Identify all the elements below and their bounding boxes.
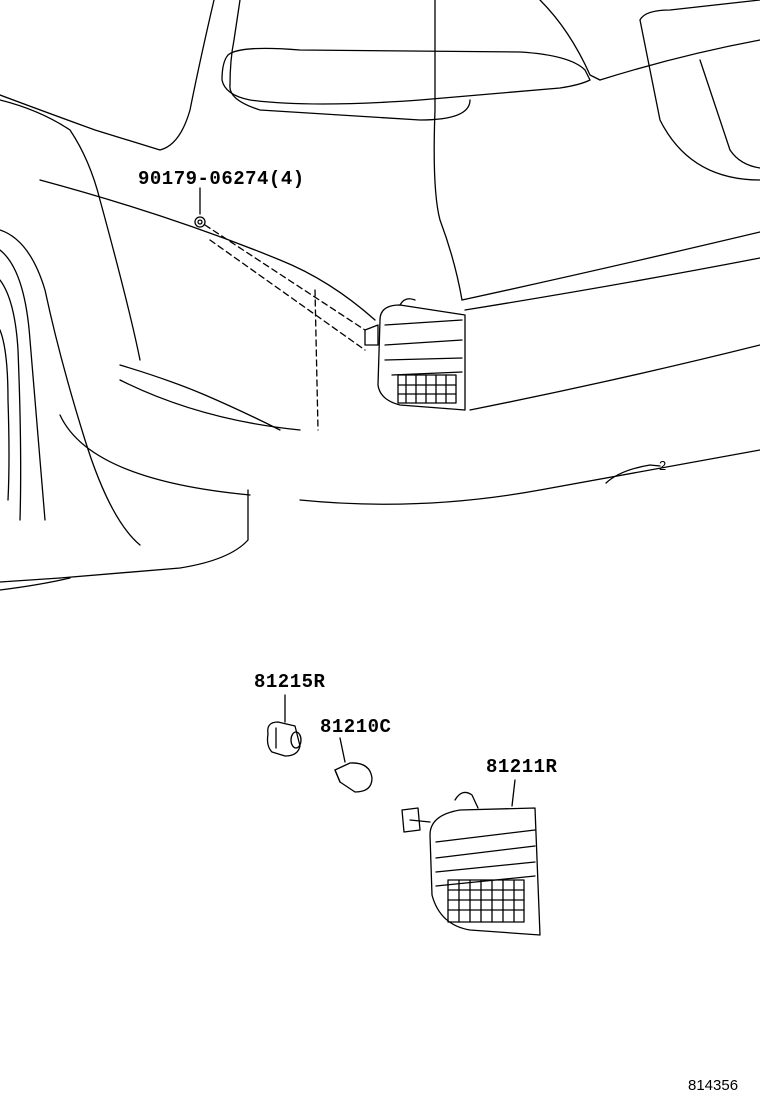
- bulb-part-icon: [334, 737, 373, 793]
- bolt-installed-icon: [194, 194, 206, 228]
- socket-part-icon: [266, 694, 302, 757]
- bolt-part-label: 90179-06274(4): [138, 168, 305, 190]
- bulb-part-label: 81210C: [320, 716, 392, 738]
- leader-lines-dashed: [204, 224, 366, 431]
- socket-part-label: 81215R: [254, 671, 326, 693]
- lamp-part-icon: [401, 779, 541, 936]
- view-reference-label: 2: [659, 458, 667, 473]
- vehicle-body-outline: [0, 0, 760, 591]
- installed-lamp-icon: [364, 298, 466, 411]
- lamp-part-label: 81211R: [486, 756, 558, 778]
- diagram-id: 814356: [688, 1077, 739, 1094]
